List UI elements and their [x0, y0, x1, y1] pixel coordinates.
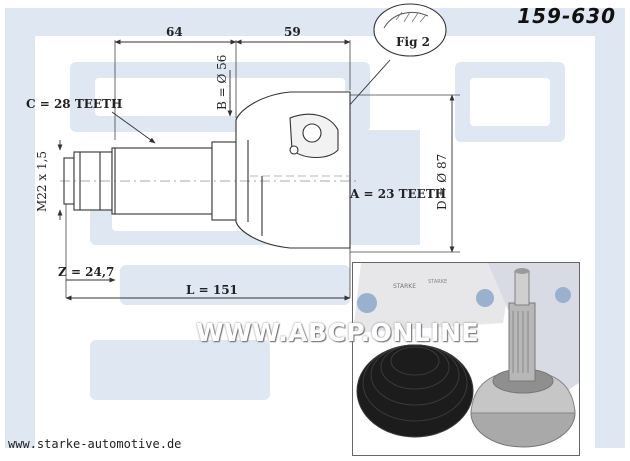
dim-housing-length: 59 — [284, 25, 301, 39]
dimension-lines — [57, 39, 455, 301]
watermark-text: WWW.ABCP.ONLINE — [196, 318, 480, 347]
product-photo: STARKE STARKE — [352, 262, 580, 456]
cv-joint-outline — [60, 91, 360, 249]
svg-text:STARKE: STARKE — [393, 283, 416, 290]
dim-l: L = 151 — [186, 283, 238, 297]
dim-d: D = Ø 87 — [435, 154, 449, 210]
dim-b: B = Ø 56 — [215, 55, 229, 110]
cv-joint-photo: STARKE STARKE — [353, 263, 579, 448]
dim-shaft-length: 64 — [166, 25, 183, 39]
dim-a: A = 23 TEETH — [349, 187, 446, 201]
fig2-callout — [373, 3, 447, 57]
dim-z: Z = 24,7 — [58, 265, 114, 279]
dim-thread: M22 x 1,5 — [35, 151, 49, 212]
part-number: 159-630 — [517, 4, 616, 28]
dim-c: C = 28 TEETH — [26, 97, 122, 111]
svg-text:STARKE: STARKE — [428, 279, 447, 285]
fig-label: Fig 2 — [396, 35, 430, 49]
website-link[interactable]: www.starke-automotive.de — [8, 437, 182, 451]
